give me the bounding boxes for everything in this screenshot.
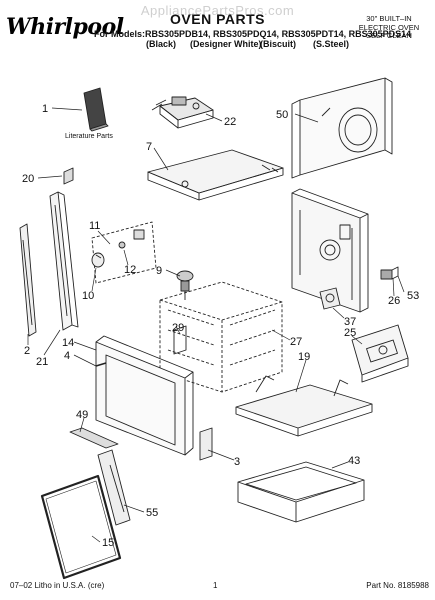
callout-22: 22 (224, 116, 236, 128)
callout-20: 20 (22, 173, 34, 185)
callout-49: 49 (76, 409, 88, 421)
page-title: OVEN PARTS (170, 11, 265, 27)
color-label-biscuit: (Biscuit) (260, 39, 296, 49)
part-7-top-panel (147, 149, 284, 201)
part-50-rear-panel (291, 77, 393, 179)
part-9-sensor (176, 270, 194, 300)
footer-litho: 07–02 Litho in U.S.A. (cre) (10, 581, 105, 590)
oven-spec: 30" BUILT–IN ELECTRIC OVEN SELF CLEAN (349, 14, 429, 41)
part-14-front-frame (95, 335, 194, 456)
spec-line: 30" BUILT–IN (366, 14, 412, 23)
part-2-vent-strip (19, 223, 37, 337)
part-20-clip (63, 167, 74, 185)
part-21-side-trim (49, 191, 79, 331)
part-3-bracket (199, 427, 213, 461)
part-25-control-housing (351, 324, 409, 383)
part-55-lower-trim (97, 449, 131, 526)
part-side-panel (291, 188, 369, 313)
callout-1: 1 (42, 103, 48, 115)
callout-10: 10 (82, 290, 94, 302)
callout-19: 19 (298, 351, 310, 363)
callout-53: 53 (407, 290, 419, 302)
callout-15: 15 (102, 537, 114, 549)
callout-29: 29 (172, 322, 184, 334)
part-43-bottom-pan (237, 461, 365, 523)
brand-logo: Whirlpool (6, 14, 124, 40)
callout-37: 37 (344, 316, 356, 328)
models-line: For Models:RBS305PDB14, RBS305PDQ14, RBS… (94, 29, 412, 39)
callout-12: 12 (124, 264, 136, 276)
callout-26: 26 (388, 295, 400, 307)
callout-55: 55 (146, 507, 158, 519)
footer-part-number: Part No. 8185988 (366, 581, 429, 590)
callout-4: 4 (64, 350, 70, 362)
part-19-oven-tray (235, 375, 373, 437)
part-15-door-gasket (40, 474, 122, 580)
callout-14: 14 (62, 337, 74, 349)
part-22-electronic-control (151, 96, 214, 129)
color-label-designer-white: (Designer White) (190, 39, 262, 49)
literature-parts-label: Literature Parts (65, 133, 113, 140)
callout-2: 2 (24, 345, 30, 357)
spec-line: ELECTRIC OVEN (358, 22, 420, 32)
callout-11: 11 (89, 220, 100, 232)
footer-page-number: 1 (213, 581, 218, 590)
watermark: AppliancePartsPros.com (140, 3, 295, 18)
callout-labels: 1 22 50 7 20 11 12 10 9 26 53 2 21 14 4 … (22, 103, 419, 549)
callout-50: 50 (276, 109, 288, 121)
part-4-screw (95, 362, 107, 367)
callout-9: 9 (156, 265, 162, 277)
callout-25: 25 (344, 327, 356, 339)
part-26-53-switch (380, 266, 399, 280)
spec-line: SELF CLEAN (366, 31, 412, 40)
part-49-vent-trim (69, 427, 119, 449)
callout-27: 27 (290, 336, 302, 348)
part-10-12-lamp-assembly (91, 221, 157, 284)
color-label-steel: (S.Steel) (313, 39, 350, 49)
part-literature-booklet (83, 87, 109, 132)
callout-21: 21 (36, 356, 48, 368)
color-label-black: (Black) (146, 39, 177, 49)
part-37-bracket (319, 287, 341, 310)
callout-3: 3 (234, 456, 240, 468)
callout-43: 43 (348, 455, 360, 467)
callout-7: 7 (146, 141, 152, 153)
leader-lines (27, 107, 405, 543)
part-29-bake-element (173, 325, 187, 355)
